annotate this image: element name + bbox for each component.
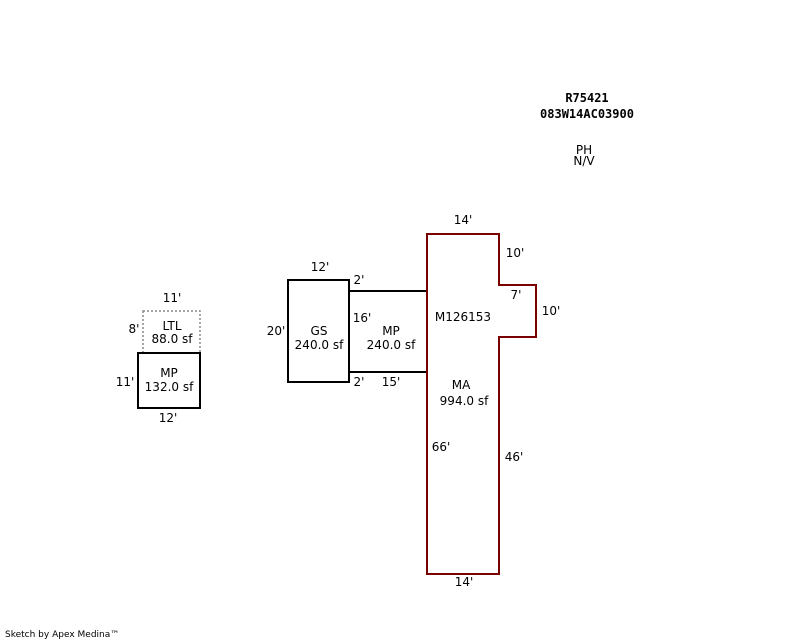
parcel-number: 083W14AC03900	[540, 107, 634, 121]
mp-small-code: MP	[160, 366, 178, 380]
ltl-area: 88.0 sf	[151, 332, 193, 346]
gs-dim-left: 20'	[267, 324, 286, 338]
code-line1: PH	[576, 143, 592, 157]
ltl-outline	[142, 310, 201, 354]
mp-mid-dim-top-right: 2'	[354, 273, 365, 287]
ma-outline	[426, 233, 537, 575]
mp-small-outline	[137, 352, 201, 409]
ma-dim-notch-top: 7'	[511, 288, 522, 302]
mp-mid-area: 240.0 sf	[367, 338, 416, 352]
gs-area: 240.0 sf	[295, 338, 344, 352]
gs-code: GS	[311, 324, 328, 338]
ltl-code: LTL	[162, 319, 181, 333]
ma-dim-top: 14'	[454, 213, 473, 227]
ma-dim-left: 66'	[432, 440, 451, 454]
mp-mid-code: MP	[382, 324, 400, 338]
ma-dim-right-upper: 10'	[506, 246, 525, 260]
ma-area: 994.0 sf	[440, 394, 489, 408]
mp-mid-dim-bottom-left: 2'	[354, 375, 365, 389]
ma-dim-notch-right: 10'	[542, 304, 561, 318]
mp-small-area: 132.0 sf	[145, 380, 194, 394]
gs-dim-top: 12'	[311, 260, 330, 274]
ma-dim-bottom: 14'	[455, 575, 474, 589]
mp-mid-dim-bottom: 15'	[382, 375, 401, 389]
footer-credit: Sketch by Apex Medina™	[5, 630, 119, 640]
account-number: R75421	[565, 91, 608, 105]
ltl-dim-left: 8'	[129, 322, 140, 336]
ltl-dim-top: 11'	[163, 291, 182, 305]
ma-id: M126153	[435, 310, 491, 324]
ma-code: MA	[452, 378, 471, 392]
mp-small-dim-bottom: 12'	[159, 411, 178, 425]
ma-dim-right-lower: 46'	[505, 450, 524, 464]
mp-mid-dim-left: 16'	[353, 311, 372, 325]
code-line2: N/V	[573, 154, 595, 168]
mp-small-dim-left: 11'	[116, 375, 135, 389]
